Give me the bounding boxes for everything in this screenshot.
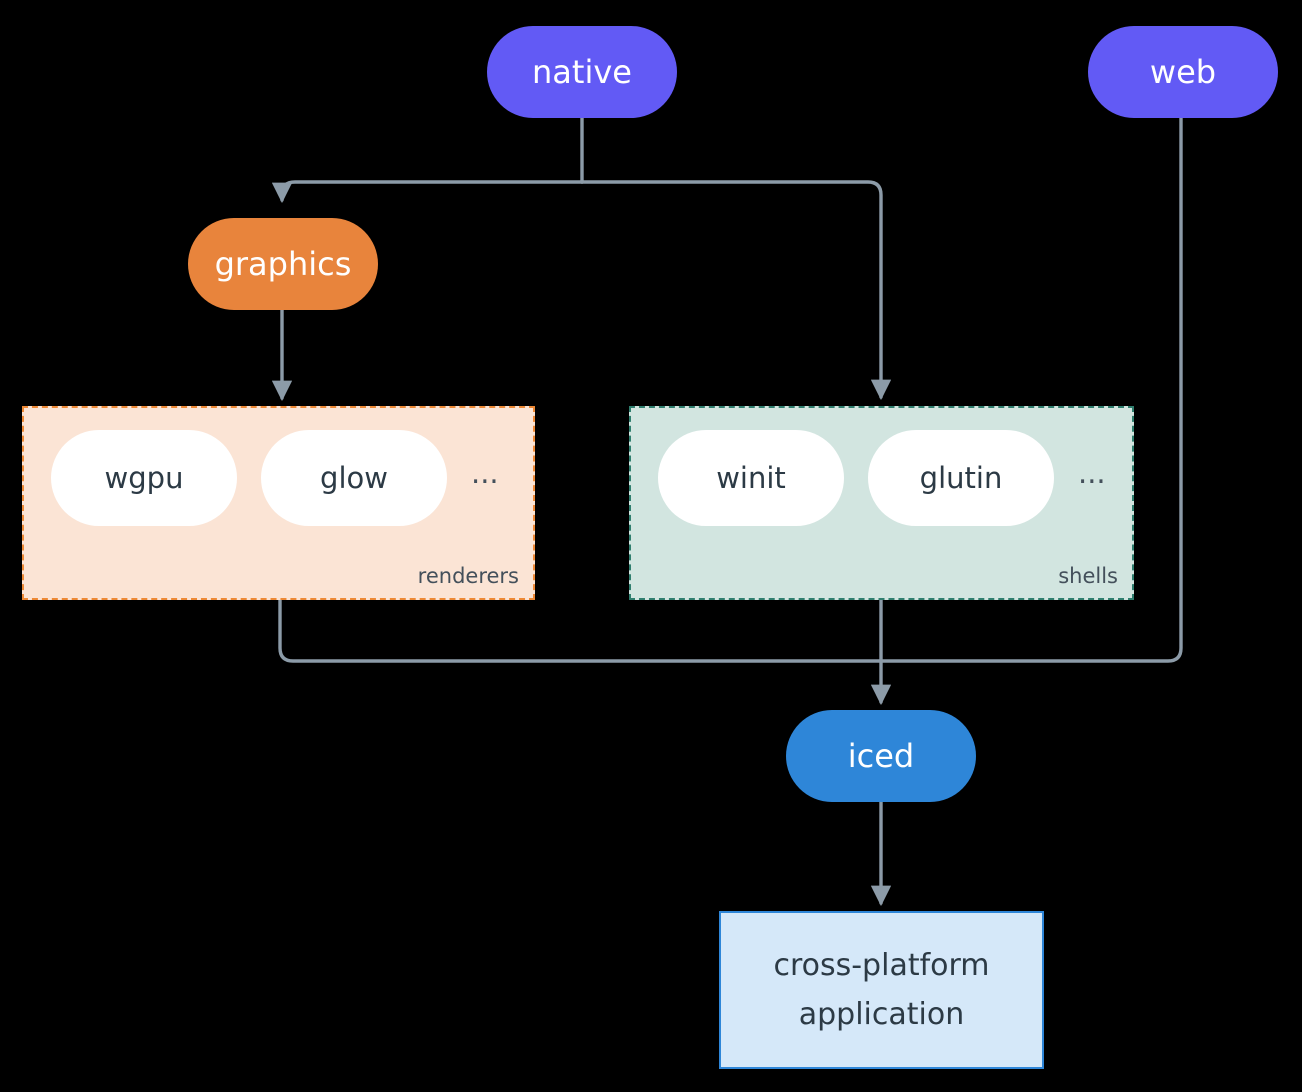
node-application-line1: cross-platform: [773, 947, 990, 983]
node-iced[interactable]: iced: [786, 710, 976, 802]
node-native[interactable]: native: [487, 26, 677, 118]
node-graphics-label: graphics: [214, 245, 352, 283]
group-renderers-caption: renderers: [417, 564, 519, 588]
node-graphics[interactable]: graphics: [188, 218, 378, 310]
edge-renderers-to-iced: [278, 598, 883, 663]
group-renderers: wgpu glow ... renderers: [22, 406, 535, 600]
chip-glow-label: glow: [320, 461, 388, 495]
chip-wgpu[interactable]: wgpu: [51, 430, 237, 526]
node-iced-label: iced: [847, 737, 915, 775]
shells-chip-list: winit glutin ...: [658, 430, 1106, 526]
chip-glow[interactable]: glow: [261, 430, 447, 526]
chip-wgpu-label: wgpu: [104, 461, 184, 495]
shells-overflow-ellipsis: ...: [1078, 455, 1106, 490]
edge-native-to-graphics: [271, 180, 584, 204]
chip-winit[interactable]: winit: [658, 430, 844, 526]
node-web-label: web: [1149, 53, 1217, 91]
renderers-overflow-ellipsis: ...: [471, 455, 499, 490]
node-web[interactable]: web: [1088, 26, 1278, 118]
edge-native-to-shells: [580, 180, 892, 401]
group-shells-caption: shells: [1058, 564, 1118, 588]
chip-winit-label: winit: [716, 461, 786, 495]
node-native-label: native: [532, 53, 632, 91]
chip-glutin-label: glutin: [919, 461, 1003, 495]
node-application-line2: application: [798, 997, 965, 1032]
group-shells: winit glutin ... shells: [629, 406, 1134, 600]
chip-glutin[interactable]: glutin: [868, 430, 1054, 526]
node-application[interactable]: cross-platform application: [719, 911, 1044, 1069]
renderers-chip-list: wgpu glow ...: [51, 430, 499, 526]
